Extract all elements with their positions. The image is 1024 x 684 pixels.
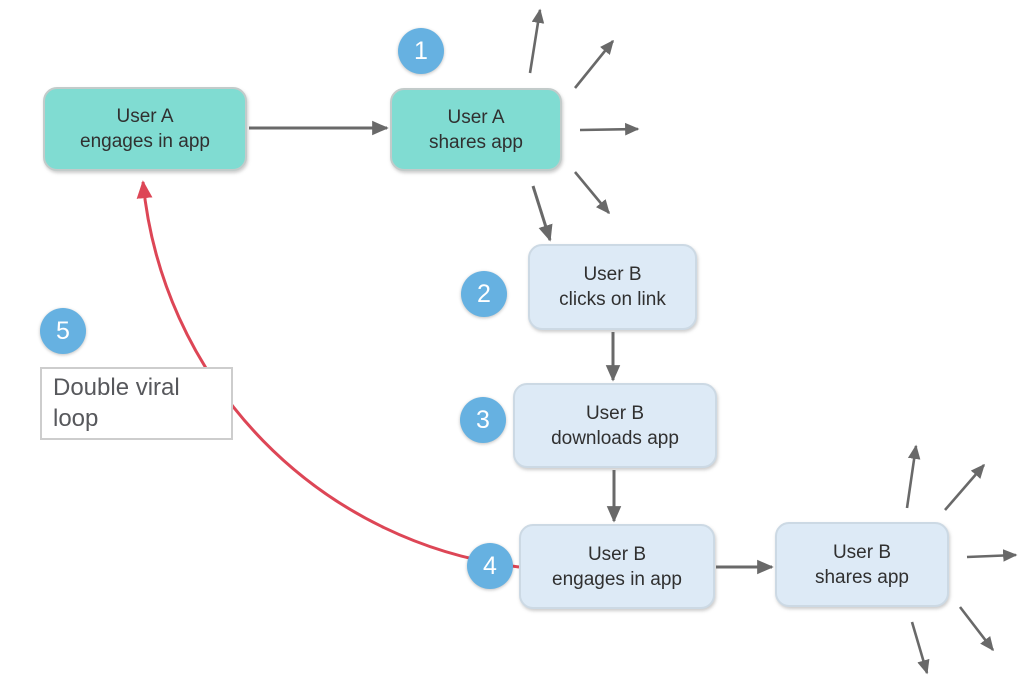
arrow-a-shares-to-b-clicks xyxy=(531,185,553,242)
share-ray-a-right xyxy=(579,122,640,136)
share-ray-b-down xyxy=(910,621,930,675)
node-user-b-engages: User B engages in app xyxy=(519,524,715,609)
share-ray-b-up xyxy=(905,444,921,509)
node-label-line1: User A xyxy=(116,106,174,127)
share-ray-a-down-right xyxy=(573,171,611,215)
node-label-line2: engages in app xyxy=(552,568,682,590)
loop-label-line1: Double viral xyxy=(53,374,180,401)
loop-label: Double viral loop xyxy=(40,367,233,440)
step-badge-5: 5 xyxy=(40,308,86,354)
share-ray-b-up-right xyxy=(944,463,985,511)
node-user-b-shares: User B shares app xyxy=(775,522,949,607)
step-badge-3: 3 xyxy=(460,397,506,443)
step-badge-1: 1 xyxy=(398,28,444,74)
share-ray-b-down-right xyxy=(958,606,995,652)
share-ray-b-right xyxy=(966,549,1018,562)
node-label-line2: shares app xyxy=(428,131,523,153)
step-badge-2: 2 xyxy=(461,271,507,317)
node-label-line2: engages in app xyxy=(80,131,210,152)
node-label-line2: downloads app xyxy=(551,427,679,449)
loop-label-line2: loop xyxy=(53,405,99,432)
node-label-line1: User B xyxy=(832,541,892,563)
node-label-line1: User B xyxy=(583,264,642,285)
node-label-line1: User B xyxy=(587,543,647,565)
node-label-line2: shares app xyxy=(814,566,909,588)
step-badge-4: 4 xyxy=(467,543,513,589)
share-ray-a-up-right xyxy=(573,39,615,89)
node-label-line1: User B xyxy=(585,402,645,424)
node-user-b-clicks: User B clicks on link xyxy=(528,244,697,330)
node-user-a-shares: User A shares app xyxy=(390,88,562,171)
share-ray-a-up xyxy=(528,8,545,74)
node-user-a-engages: User A engages in app xyxy=(43,87,247,171)
node-label-line2: clicks on link xyxy=(559,289,666,310)
node-user-b-downloads: User B downloads app xyxy=(513,383,717,468)
node-label-line1: User A xyxy=(447,106,505,128)
double-viral-loop-arrow xyxy=(136,180,520,569)
